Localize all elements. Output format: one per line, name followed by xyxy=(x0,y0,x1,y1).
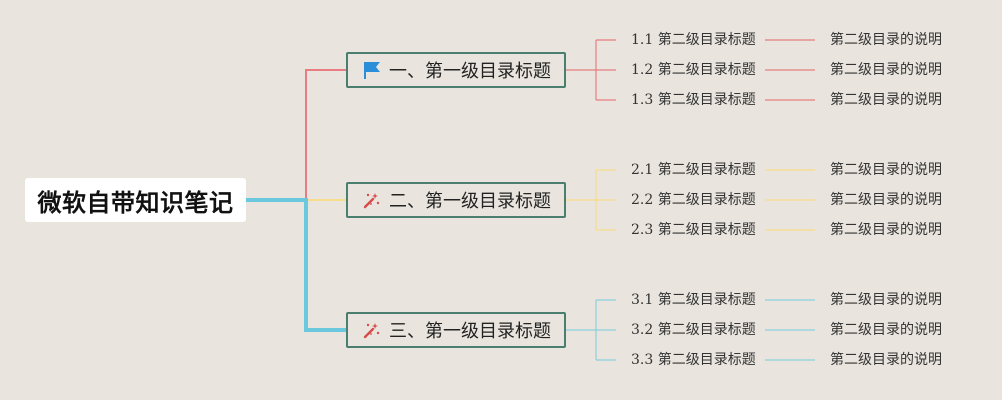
subtopic-desc-1-1[interactable]: 第二级目录的说明 xyxy=(830,32,942,48)
root-node[interactable]: 微软自带知识笔记 xyxy=(25,178,246,222)
subtopic-title-1-2[interactable]: 1.2 第二级目录标题 xyxy=(631,62,756,78)
section-node-1[interactable]: 一、第一级目录标题 xyxy=(346,52,566,88)
sub-branch-lines-2 xyxy=(566,169,815,231)
section-title-3: 三、第一级目录标题 xyxy=(389,321,551,342)
branch-line-1 xyxy=(305,69,346,200)
subtopic-desc-3-1[interactable]: 第二级目录的说明 xyxy=(830,292,942,308)
subtopic-title-2-2[interactable]: 2.2 第二级目录标题 xyxy=(631,192,756,208)
subtopic-title-3-2[interactable]: 3.2 第二级目录标题 xyxy=(631,322,756,338)
root-label: 微软自带知识笔记 xyxy=(37,188,234,217)
subtopic-title-2-3[interactable]: 2.3 第二级目录标题 xyxy=(631,222,756,238)
subtopic-desc-1-2[interactable]: 第二级目录的说明 xyxy=(830,62,942,78)
section-title-1: 一、第一级目录标题 xyxy=(389,61,551,82)
subtopic-desc-3-3[interactable]: 第二级目录的说明 xyxy=(830,352,942,368)
sparkle-icon xyxy=(361,319,383,341)
subtopic-desc-3-2[interactable]: 第二级目录的说明 xyxy=(830,322,942,338)
subtopic-title-3-1[interactable]: 3.1 第二级目录标题 xyxy=(631,292,756,308)
subtopic-title-3-3[interactable]: 3.3 第二级目录标题 xyxy=(631,352,756,368)
section-node-2[interactable]: 二、第一级目录标题 xyxy=(346,182,566,218)
sub-branch-lines-1 xyxy=(566,39,815,101)
sub-branch-lines-3 xyxy=(566,299,815,361)
sparkle-icon xyxy=(361,189,383,211)
subtopic-desc-2-2[interactable]: 第二级目录的说明 xyxy=(830,192,942,208)
flag-icon xyxy=(361,59,383,81)
subtopic-desc-2-1[interactable]: 第二级目录的说明 xyxy=(830,162,942,178)
subtopic-desc-2-3[interactable]: 第二级目录的说明 xyxy=(830,222,942,238)
branch-line-3 xyxy=(304,198,346,332)
subtopic-title-2-1[interactable]: 2.1 第二级目录标题 xyxy=(631,162,756,178)
subtopic-desc-1-3[interactable]: 第二级目录的说明 xyxy=(830,92,942,108)
section-node-3[interactable]: 三、第一级目录标题 xyxy=(346,312,566,348)
subtopic-title-1-3[interactable]: 1.3 第二级目录标题 xyxy=(631,92,756,108)
section-title-2: 二、第一级目录标题 xyxy=(389,191,551,212)
subtopic-title-1-1[interactable]: 1.1 第二级目录标题 xyxy=(631,32,756,48)
